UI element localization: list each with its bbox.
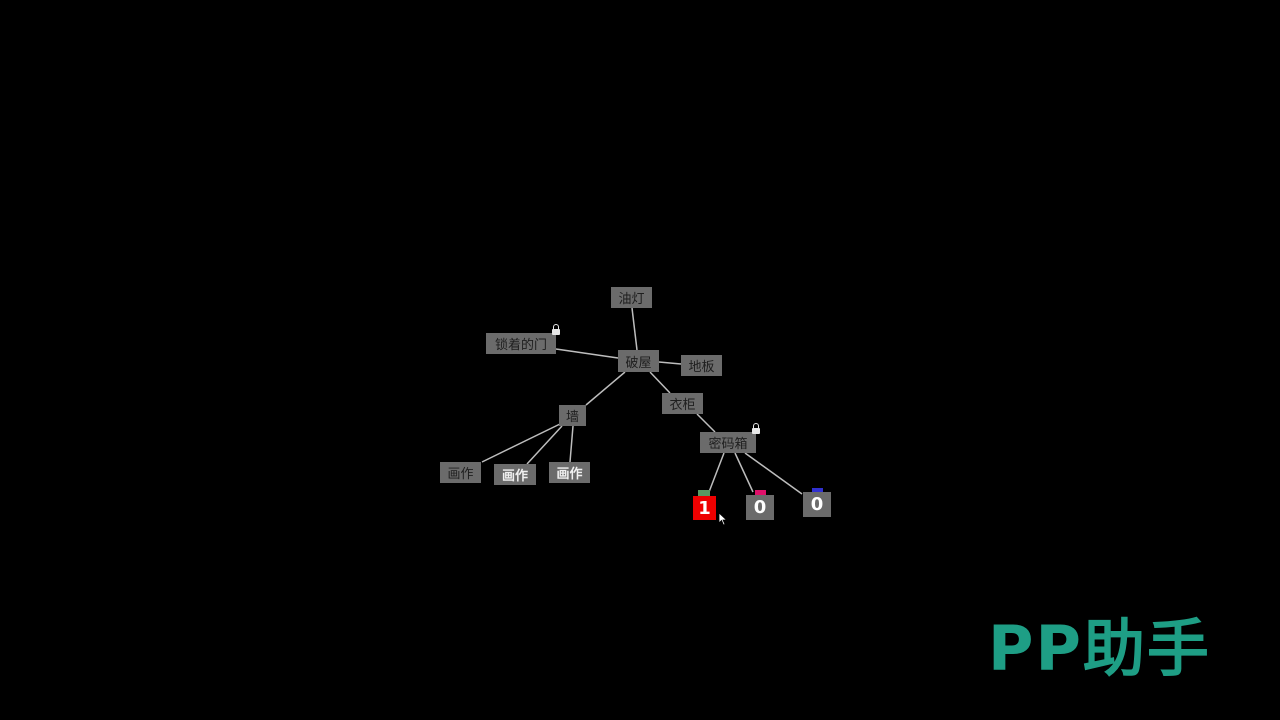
code-digit-1[interactable]: 1 [693, 496, 716, 520]
node-oil-lamp[interactable]: 油灯 [611, 287, 652, 308]
link-hut-wardrobe [649, 371, 671, 394]
link-wall-painting3 [569, 425, 574, 463]
link-hut-floor [658, 361, 682, 365]
link-safe-digit3 [744, 452, 803, 495]
node-wardrobe[interactable]: 衣柜 [662, 393, 703, 414]
node-locked-door[interactable]: 锁着的门 [486, 333, 556, 354]
node-safe[interactable]: 密码箱 [700, 432, 756, 453]
link-wardrobe-safe [696, 413, 716, 433]
lock-icon [552, 324, 560, 335]
link-wall-painting1 [481, 423, 561, 463]
link-safe-digit1 [708, 452, 725, 493]
lock-icon [752, 423, 760, 434]
link-wall-painting2 [526, 425, 563, 465]
link-hut-door [555, 348, 619, 359]
node-painting-1[interactable]: 画作 [440, 462, 481, 483]
code-digit-3[interactable]: 0 [803, 492, 831, 517]
digit-1-color-tab [698, 490, 710, 498]
digit-2-color-tab [755, 490, 766, 498]
node-hut[interactable]: 破屋 [618, 350, 659, 372]
node-wall[interactable]: 墙 [559, 405, 586, 426]
node-floor[interactable]: 地板 [681, 355, 722, 376]
node-painting-2[interactable]: 画作 [494, 464, 536, 485]
code-digit-2[interactable]: 0 [746, 495, 774, 520]
link-safe-digit2 [734, 452, 754, 493]
node-painting-3[interactable]: 画作 [549, 462, 590, 483]
link-hut-lamp [631, 307, 638, 351]
link-hut-wall [585, 371, 626, 406]
watermark-logo: PP助手 [988, 612, 1211, 685]
mouse-cursor-icon [718, 512, 728, 526]
